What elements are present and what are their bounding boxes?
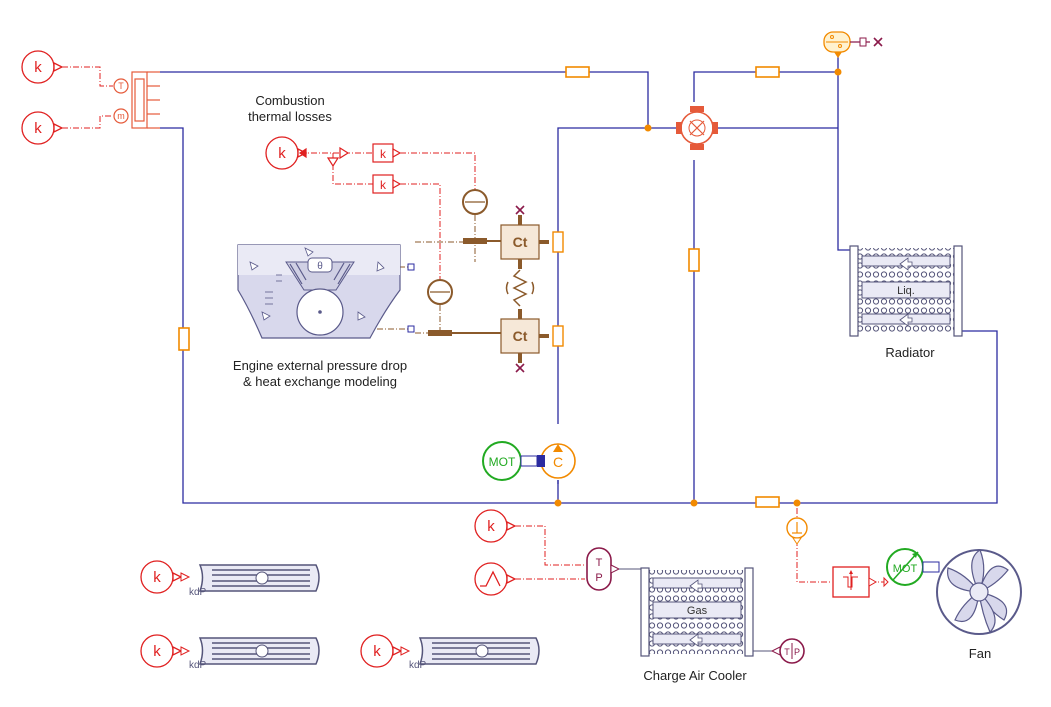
ramp-source[interactable] bbox=[474, 562, 517, 596]
k-source-1 bbox=[21, 50, 64, 84]
ct-caps bbox=[515, 205, 525, 373]
engine-ports bbox=[407, 263, 415, 333]
fan-icon[interactable] bbox=[936, 549, 1022, 635]
k-source-2 bbox=[21, 111, 64, 145]
combustion-label-line2: thermal losses bbox=[248, 109, 332, 124]
gain-k-label: k bbox=[380, 178, 387, 192]
fan-controller[interactable] bbox=[832, 566, 878, 598]
charge-air-cooler[interactable] bbox=[640, 567, 754, 657]
pump-motor-label: MOT bbox=[489, 455, 516, 469]
cooler-gas-label: Gas bbox=[687, 605, 708, 617]
thermal-capacity-blocks[interactable] bbox=[500, 224, 540, 354]
sink-p-label: P bbox=[794, 647, 800, 657]
flow-sensor[interactable] bbox=[786, 517, 808, 545]
k-source-6 bbox=[140, 634, 183, 668]
sink-t-label: T bbox=[784, 647, 790, 657]
fan-motor[interactable] bbox=[883, 548, 940, 588]
thermostat-valve[interactable] bbox=[676, 106, 718, 150]
radiator-label: Radiator bbox=[885, 345, 935, 360]
engine-label: Engine external pressure drop & heat exc… bbox=[210, 358, 430, 390]
svg-text:θ: θ bbox=[317, 261, 323, 272]
k-label: k bbox=[153, 643, 161, 660]
temperature-label: T bbox=[118, 81, 124, 91]
flow-icon: m bbox=[117, 111, 125, 121]
k-label: k bbox=[373, 643, 381, 660]
kdp-label: kdP bbox=[189, 660, 207, 671]
k-label: k bbox=[487, 518, 495, 535]
pump-label: C bbox=[553, 454, 563, 470]
temperature-sensors[interactable] bbox=[427, 189, 488, 305]
charge-air-cooler-label: Charge Air Cooler bbox=[643, 668, 747, 683]
conduction-element[interactable] bbox=[505, 269, 535, 307]
k-label: k bbox=[278, 145, 286, 162]
gain-blocks[interactable] bbox=[298, 143, 402, 194]
k-label: k bbox=[153, 569, 161, 586]
radiator[interactable] bbox=[849, 245, 963, 337]
engine-icon[interactable]: θ bbox=[237, 244, 401, 339]
thermal-connectors bbox=[428, 238, 501, 336]
combustion-label-line1: Combustion bbox=[255, 93, 325, 108]
ct-connectors bbox=[518, 215, 549, 363]
pump-motor[interactable] bbox=[482, 441, 538, 481]
fan-label: Fan bbox=[968, 646, 992, 661]
pipe-segments[interactable] bbox=[178, 66, 780, 508]
k-sources[interactable] bbox=[21, 50, 517, 668]
tp-boundary-sink[interactable] bbox=[753, 638, 805, 664]
k-source-7 bbox=[360, 634, 403, 668]
kdp-exchanger-1[interactable] bbox=[180, 564, 320, 592]
kdp-label: kdP bbox=[189, 587, 207, 598]
pump[interactable] bbox=[537, 443, 576, 484]
k-source-4 bbox=[474, 509, 517, 543]
k-source-5 bbox=[140, 560, 183, 594]
expansion-tank[interactable] bbox=[823, 31, 883, 58]
kdp-label: kdP bbox=[409, 660, 427, 671]
kdp-exchanger-2[interactable] bbox=[180, 637, 320, 665]
signal-lines bbox=[62, 66, 888, 583]
heat-exchange-ports bbox=[552, 231, 564, 347]
tp-t-label: T bbox=[596, 557, 603, 569]
k-label: k bbox=[34, 120, 42, 137]
combustion-label: Combustion thermal losses bbox=[230, 93, 350, 125]
fan-motor-label: MOT bbox=[893, 563, 918, 575]
radiator-liquid-label: Liq. bbox=[897, 285, 915, 297]
pipe-junctions bbox=[554, 68, 842, 507]
gain-k-label: k bbox=[380, 147, 387, 161]
ct-label: Ct bbox=[513, 234, 528, 250]
k-label: k bbox=[34, 59, 42, 76]
tp-p-label: P bbox=[595, 572, 602, 584]
kdp-exchanger-3[interactable] bbox=[400, 637, 540, 665]
tp-boundary-source[interactable] bbox=[586, 547, 641, 591]
ct-label: Ct bbox=[513, 328, 528, 344]
engine-label-line1: Engine external pressure drop bbox=[232, 358, 408, 373]
thermal-source-block[interactable] bbox=[113, 71, 160, 129]
engine-label-line2: & heat exchange modeling bbox=[243, 374, 397, 389]
